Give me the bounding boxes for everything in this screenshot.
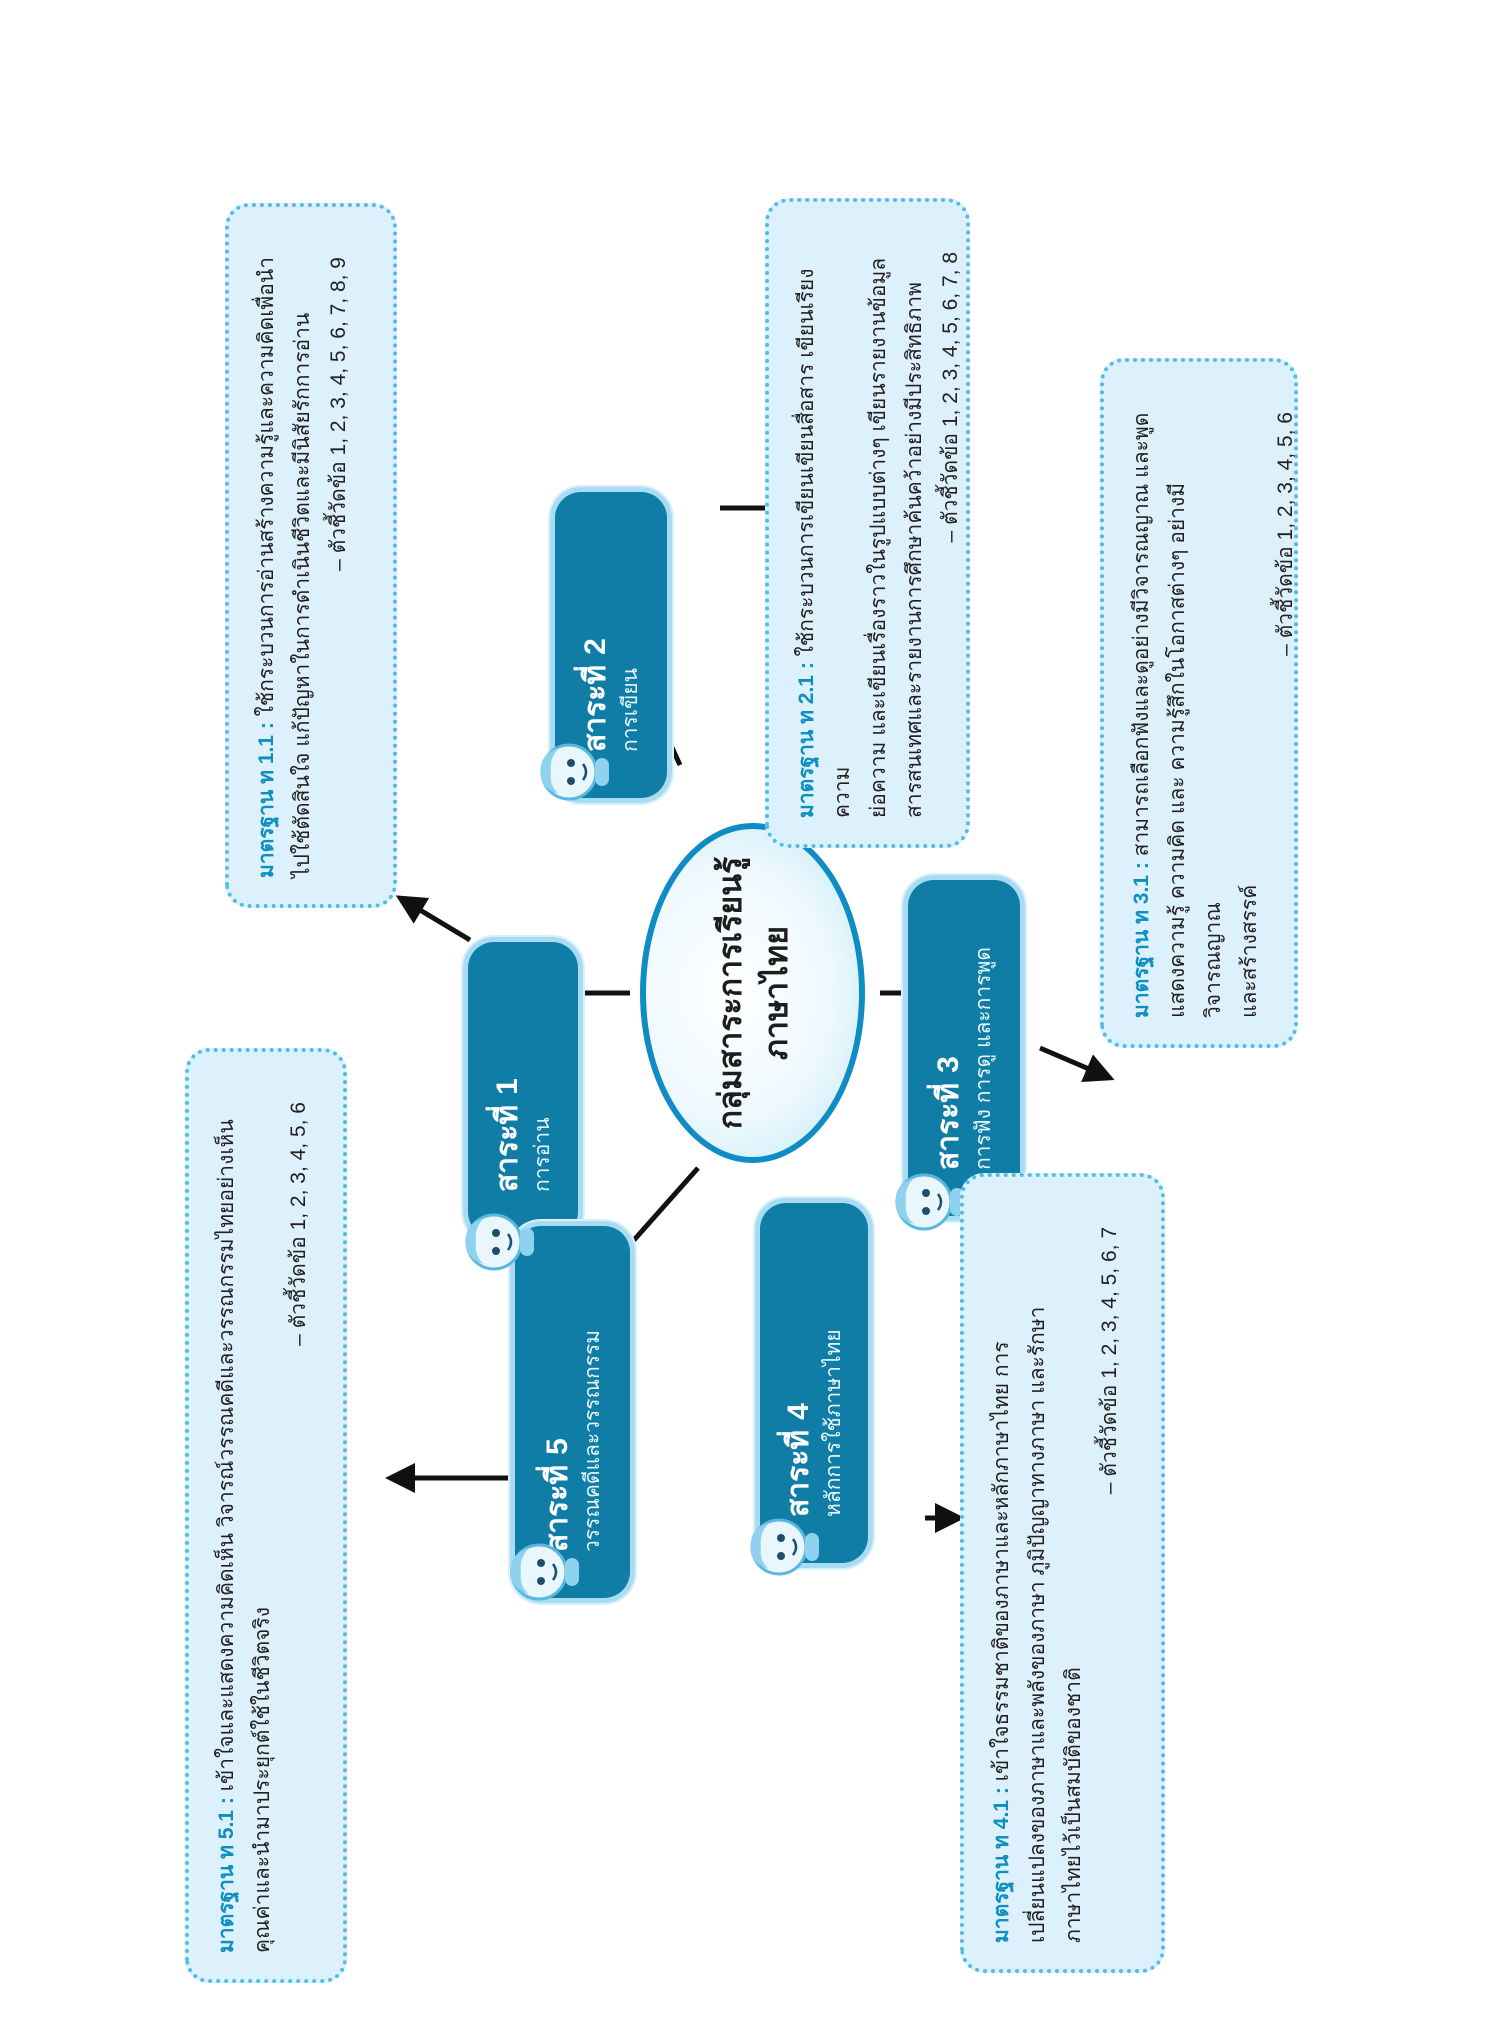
- standard-box-2: มาตรฐาน ท 2.1 : ใช้กระบวนการเขียนเขียนสื…: [765, 198, 970, 848]
- category-3-subtitle: การฟัง การดู และการพูด: [972, 947, 995, 1170]
- category-1: สาระที่ 1 การอ่าน: [468, 942, 578, 1238]
- category-1-subtitle: การอ่าน: [531, 1117, 554, 1192]
- standard-2-indicators: – ตัวชี้วัดข้อ 1, 2, 3, 4, 5, 6, 7, 8: [939, 252, 962, 543]
- standard-4-line-3: ภาษาไทยไว้เป็นสมบัติของชาติ: [1062, 1667, 1085, 1943]
- standard-3-indicators: – ตัวชี้วัดข้อ 1, 2, 3, 4, 5, 6: [1274, 412, 1297, 656]
- standard-1-indicators: – ตัวชี้วัดข้อ 1, 2, 3, 4, 5, 6, 7, 8, 9: [327, 257, 350, 571]
- category-5-subtitle: วรรณคดีและวรรณกรรม: [580, 1329, 604, 1552]
- standard-2-line-2: ย่อความ และเขียนเรื่องราวในรูปแบบต่างๆ เ…: [867, 257, 890, 818]
- standard-1-head: มาตรฐาน ท 1.1 :: [255, 722, 278, 878]
- category-2-subtitle: การเขียน: [619, 668, 642, 752]
- standard-box-4: มาตรฐาน ท 4.1 : เข้าใจธรรมชาติของภาษาและ…: [960, 1173, 1165, 1973]
- standard-4-indicators: – ตัวชี้วัดข้อ 1, 2, 3, 4, 5, 6, 7: [1098, 1227, 1121, 1495]
- standard-5-head: มาตรฐาน ท 5.1 :: [215, 1797, 238, 1953]
- category-4-number: 4: [782, 1403, 815, 1420]
- standard-2-line-3: สารสนเทศและรายงานการศึกษาค้นคว้าอย่างมีป…: [903, 281, 926, 818]
- category-2-number: 2: [579, 638, 612, 655]
- standard-1-line-1: ใช้กระบวนการอ่านสร้างความรู้และความคิดเพ…: [255, 257, 278, 717]
- standard-3-line-2: แสดงความรู้ ความคิด และ ความรู้สึกในโอกา…: [1166, 482, 1225, 1018]
- standard-box-3: มาตรฐาน ท 3.1 : สามารถเลือกฟังและดูอย่าง…: [1100, 358, 1298, 1048]
- category-1-label: สาระที่: [491, 1104, 524, 1192]
- standard-5-indicators: – ตัวชี้วัดข้อ 1, 2, 3, 4, 5, 6: [287, 1102, 310, 1346]
- standard-2-head: มาตรฐาน ท 2.1 :: [795, 662, 818, 818]
- center-topic: กลุ่มสาระการเรียนรู้ ภาษาไทย: [640, 823, 865, 1163]
- standard-4-line-2: เปลี่ยนแปลงของภาษาและพลังของภาษา ภูมิปัญ…: [1026, 1306, 1049, 1943]
- standard-3-line-3: และสร้างสรรค์: [1238, 884, 1261, 1018]
- category-1-number: 1: [491, 1078, 524, 1095]
- standard-3-head: มาตรฐาน ท 3.1 :: [1130, 862, 1153, 1018]
- standard-3-line-1: สามารถเลือกฟังและดูอย่างมีวิจารณญาณ และพ…: [1130, 412, 1153, 857]
- mascot-icon-3: [895, 1173, 964, 1231]
- mascot-icon-1: [465, 1213, 534, 1271]
- category-4: สาระที่ 4 หลักการใช้ภาษาไทย: [760, 1203, 868, 1563]
- standard-box-1: มาตรฐาน ท 1.1 : ใช้กระบวนการอ่านสร้างควา…: [225, 203, 397, 908]
- mascot-icon-4: [750, 1518, 819, 1576]
- standard-4-head: มาตรฐาน ท 4.1 :: [990, 1787, 1013, 1943]
- center-topic-line1: กลุ่มสาระการเรียนรู้: [711, 856, 748, 1130]
- standard-5-line-1: เข้าใจและแสดงความคิดเห็น วิจารณ์วรรณคดีแ…: [215, 1119, 238, 1792]
- mascot-icon-5: [510, 1543, 579, 1601]
- category-3-number: 3: [932, 1056, 965, 1073]
- standard-5-line-2: คุณค่าและนำมาประยุกต์ใช้ในชีวิตจริง: [251, 1606, 274, 1953]
- standard-1-line-2: ไปใช้ตัดสินใจ แก้ปัญหาในการดำเนินชีวิตแล…: [291, 312, 314, 878]
- category-4-label: สาระที่: [782, 1429, 815, 1517]
- mascot-icon-2: [540, 743, 609, 801]
- standard-box-5: มาตรฐาน ท 5.1 : เข้าใจและแสดงความคิดเห็น…: [185, 1048, 347, 1983]
- category-3-label: สาระที่: [932, 1082, 965, 1170]
- arrow-to-standard-1: [395, 895, 472, 943]
- center-topic-line2: ภาษาไทย: [757, 925, 794, 1061]
- category-4-subtitle: หลักการใช้ภาษาไทย: [822, 1329, 845, 1517]
- arrow-to-standard-3: [1039, 1045, 1115, 1082]
- standard-4-line-1: เข้าใจธรรมชาติของภาษาและหลักภาษาไทย การ: [990, 1341, 1013, 1782]
- category-5-number: 5: [540, 1438, 574, 1455]
- spoke-to-category-5: [616, 1166, 700, 1260]
